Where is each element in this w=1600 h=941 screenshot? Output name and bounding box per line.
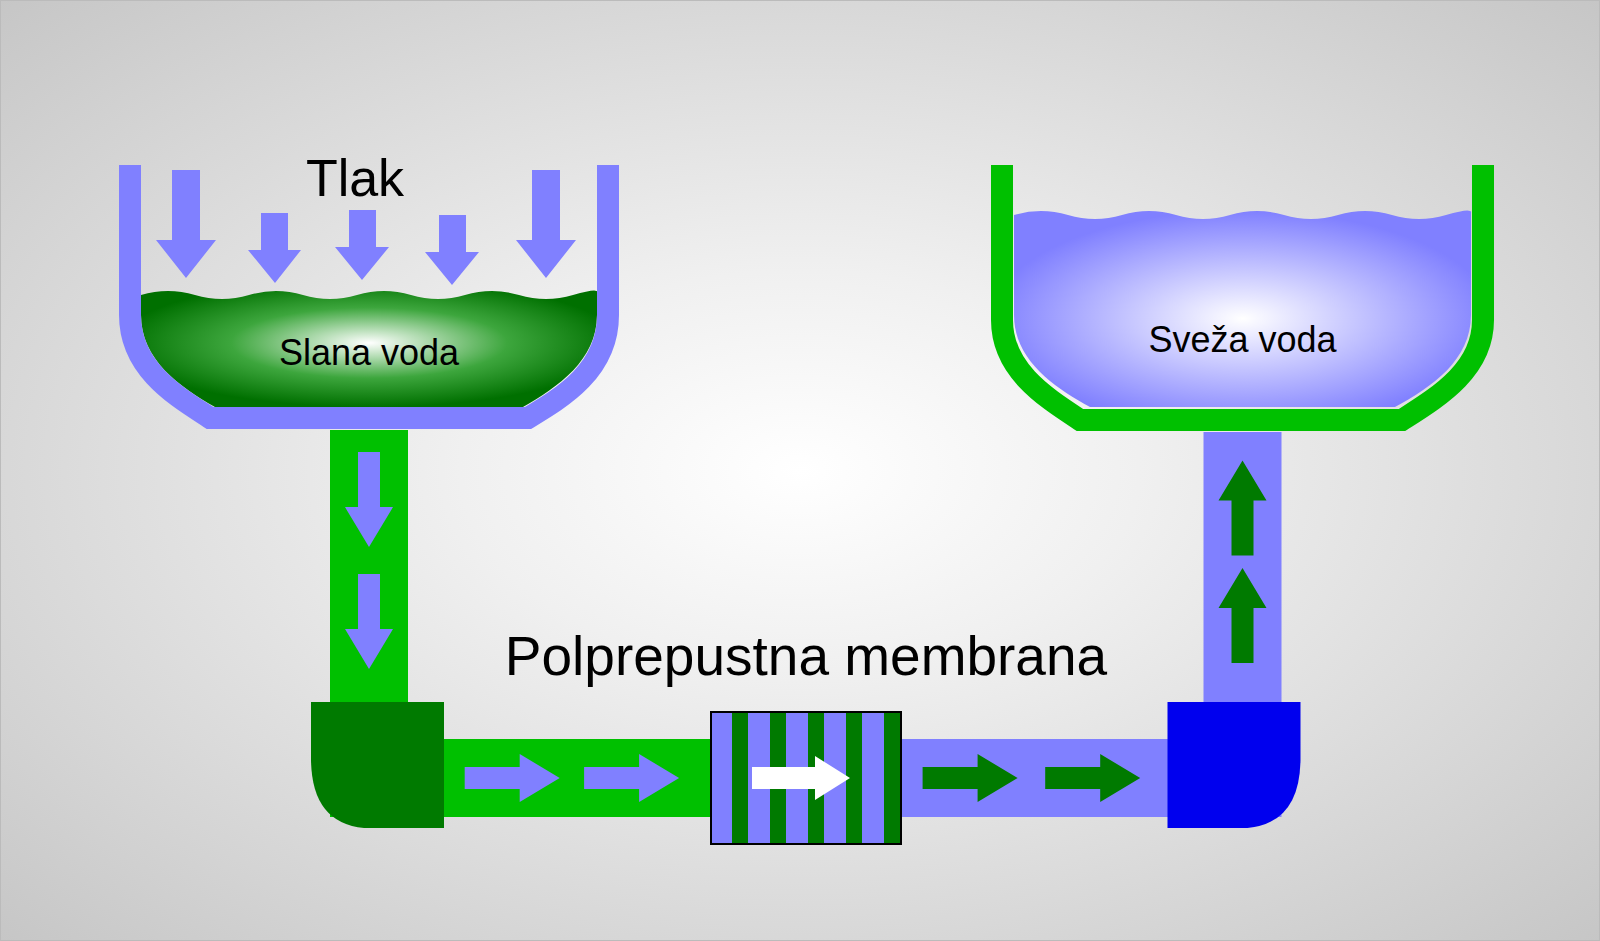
flow-arrow	[1045, 754, 1140, 802]
flow-arrow	[345, 452, 393, 547]
pipe-elbow	[1168, 702, 1301, 828]
flow-arrow	[923, 754, 1018, 802]
flow-arrow	[584, 754, 679, 802]
membrane-heading: Polprepustna membrana	[505, 623, 1107, 689]
flow-arrow	[345, 574, 393, 669]
tank-label: Sveža voda	[990, 318, 1495, 361]
flow-arrow	[1219, 461, 1267, 556]
membrane: Polprepustna membrana	[710, 711, 902, 845]
tank-label: Slana voda	[118, 331, 620, 374]
membrane-block	[710, 711, 902, 845]
pressure-label: Tlak	[306, 147, 404, 209]
flow-arrow	[465, 754, 560, 802]
flow-arrow	[1219, 568, 1267, 663]
fresh-water-tank: Sveža voda	[990, 165, 1495, 432]
fresh-tank-outline	[990, 165, 1495, 432]
pipe-elbow	[311, 702, 444, 828]
